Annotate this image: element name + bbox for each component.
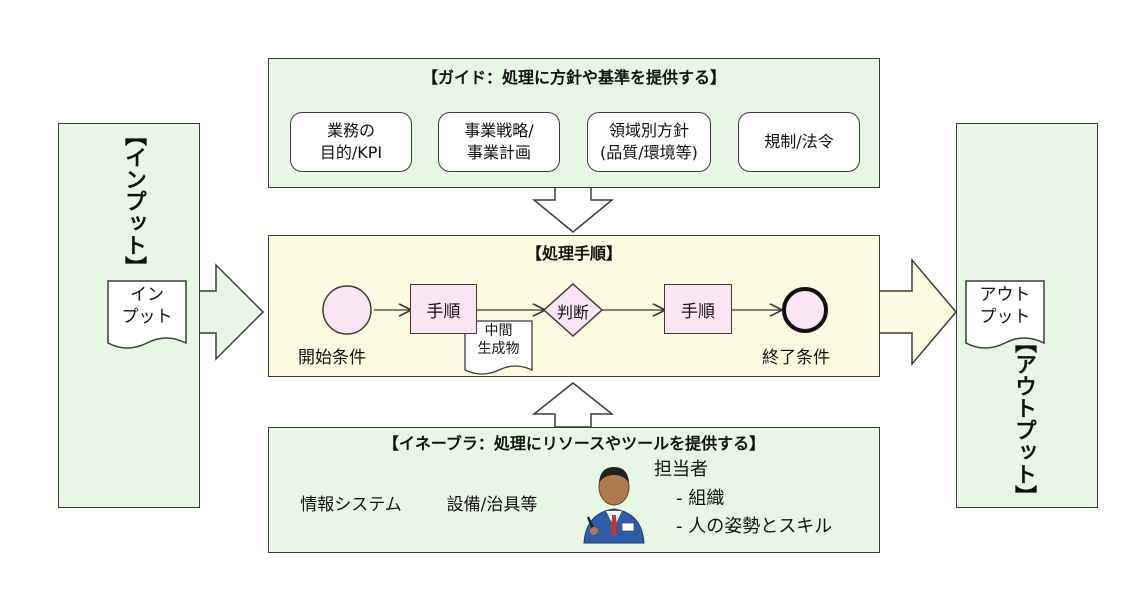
enabler-panel: 【イネーブラ：処理にリソースやツールを提供する】	[268, 427, 880, 553]
start-node	[322, 285, 372, 335]
guide-down-arrow	[531, 186, 615, 233]
equipment-label: 設備/治具等	[446, 495, 538, 515]
output-title: 【アウトプット】	[1011, 331, 1036, 507]
guide-item-objective: 業務の 目的/KPI	[290, 112, 412, 172]
info-system-label: 情報システム	[300, 495, 402, 515]
person-item-skill: - 人の姿勢とスキル	[676, 516, 833, 537]
enabler-title: 【イネーブラ：処理にリソースやツールを提供する】	[382, 434, 766, 453]
output-document	[965, 280, 1045, 349]
output-arrow	[877, 257, 957, 367]
input-arrow	[197, 263, 265, 361]
output-doc-label: アウト プット	[979, 285, 1031, 327]
person-title: 担当者	[654, 459, 708, 480]
end-node	[782, 287, 828, 333]
guide-title: 【ガイド：処理に方針や基準を提供する】	[421, 68, 726, 87]
decision-node	[542, 282, 604, 338]
step1-label: 手順	[426, 301, 461, 322]
step2-label: 手順	[681, 301, 715, 322]
guide-item-regulation: 規制/法令	[738, 112, 860, 172]
guide-item-strategy: 事業戦略/ 事業計画	[438, 112, 560, 172]
enabler-up-arrow	[531, 382, 615, 428]
decision-label: 判断	[556, 303, 589, 322]
input-document	[107, 280, 187, 349]
step2-box: 手順	[664, 284, 732, 334]
start-label: 開始条件	[298, 348, 366, 368]
input-doc-label: イン プット	[121, 285, 173, 327]
intermediate-label: 中間 生成物	[477, 323, 520, 357]
person-icon	[583, 467, 645, 544]
input-title: 【インプット】	[121, 124, 146, 278]
person-item-org: - 組織	[676, 488, 725, 509]
guide-item-policy: 領域別方針 (品質/環境等)	[587, 112, 711, 172]
process-title: 【処理手順】	[525, 244, 622, 263]
step1-box: 手順	[410, 284, 477, 334]
intermediate-document	[464, 320, 533, 375]
end-label: 終了条件	[762, 348, 830, 368]
